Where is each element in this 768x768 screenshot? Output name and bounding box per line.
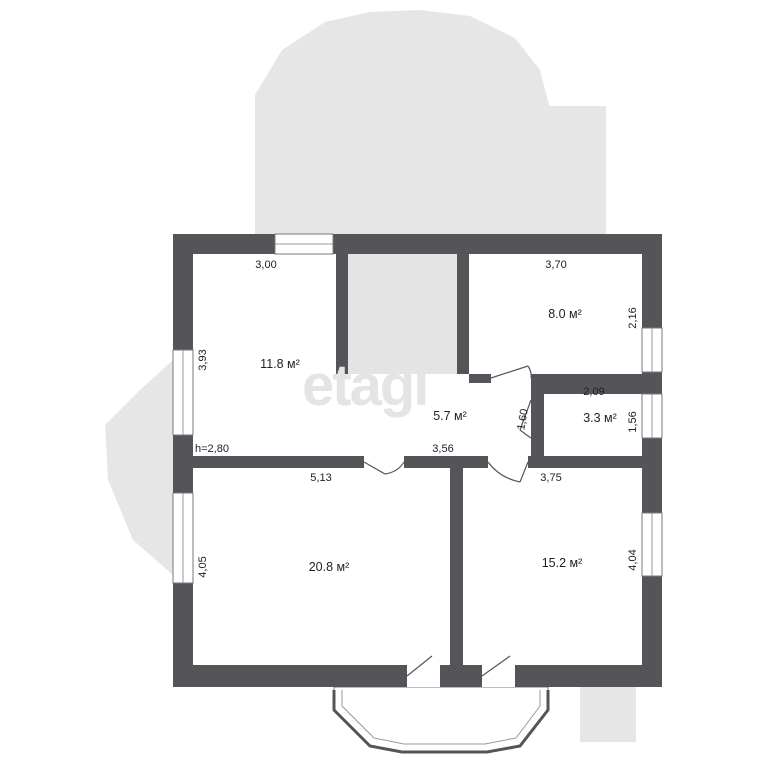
window-mullions [182, 243, 653, 583]
hall-corridor [470, 383, 531, 456]
room-c-floor [193, 468, 450, 665]
watermark: etagi [302, 353, 427, 418]
wall-room-b-south [469, 374, 491, 383]
dim-bath-height: 1,56 [627, 411, 639, 432]
bay-window-frame-outer [332, 690, 550, 754]
door-openings [336, 374, 531, 687]
room-b-floor [469, 254, 642, 374]
north-east-porch [549, 106, 606, 234]
central-shaft [348, 254, 457, 374]
dim-room-b-width: 3,70 [545, 259, 566, 271]
interior-walls [336, 364, 642, 456]
dim-hall-width: 3,56 [432, 443, 453, 455]
hall-area: 5.7 м² [433, 409, 467, 423]
bay-window [332, 686, 550, 754]
wall-bath-top [531, 374, 642, 394]
door-gap-south-right [482, 665, 515, 687]
door-swing-hall [519, 399, 532, 439]
room-a-area: 11.8 м² [260, 357, 300, 371]
bath-floor [544, 394, 642, 456]
exterior-areas [105, 10, 636, 742]
room-a-floor [193, 254, 336, 456]
dim-room-c-width: 5,13 [310, 472, 331, 484]
door-gap-room-b [491, 374, 531, 383]
dim-room-d-height: 4,04 [627, 549, 639, 570]
door-gap-room-c [364, 456, 404, 468]
room-d-floor [463, 468, 642, 665]
dim-hall-door: 1,60 [515, 408, 531, 431]
wall-bath-west [531, 374, 544, 456]
door-swings [363, 365, 532, 677]
door-swing-south-right [481, 655, 511, 677]
door-gap-south-left [407, 665, 440, 687]
dim-ceiling-height: h=2,80 [195, 443, 229, 455]
dim-bath-width: 2,09 [583, 386, 604, 398]
door-swing-room-b [490, 365, 532, 379]
dim-room-c-height: 4,05 [197, 556, 209, 577]
room-area-labels: 11.8 м² 8.0 м² 5.7 м² 3.3 м² 20.8 м² 15.… [260, 307, 617, 574]
door-swing-room-d [487, 461, 529, 483]
west-terrace [105, 360, 173, 575]
north-terrace [255, 10, 549, 234]
door-gap-hall-room-a [336, 374, 348, 456]
dim-room-a-height: 3,93 [197, 349, 209, 370]
dimension-labels: 3,00 3,93 h=2,80 3,70 2,16 2,09 1,56 3,5… [195, 259, 639, 578]
dim-room-a-width: 3,00 [255, 259, 276, 271]
dim-room-b-height: 2,16 [627, 307, 639, 328]
door-swing-room-c [363, 461, 405, 475]
bay-window-frame-inner [341, 690, 541, 745]
bath-area: 3.3 м² [583, 411, 617, 425]
door-gap-room-d [488, 456, 528, 468]
door-swing-south-left [406, 655, 433, 677]
dim-room-d-width: 3,75 [540, 472, 561, 484]
room-b-area: 8.0 м² [548, 307, 582, 321]
floors [193, 254, 642, 665]
room-c-area: 20.8 м² [309, 560, 350, 574]
south-east-porch [580, 687, 636, 742]
wall-hall-north [336, 364, 348, 374]
room-d-area: 15.2 м² [542, 556, 583, 570]
